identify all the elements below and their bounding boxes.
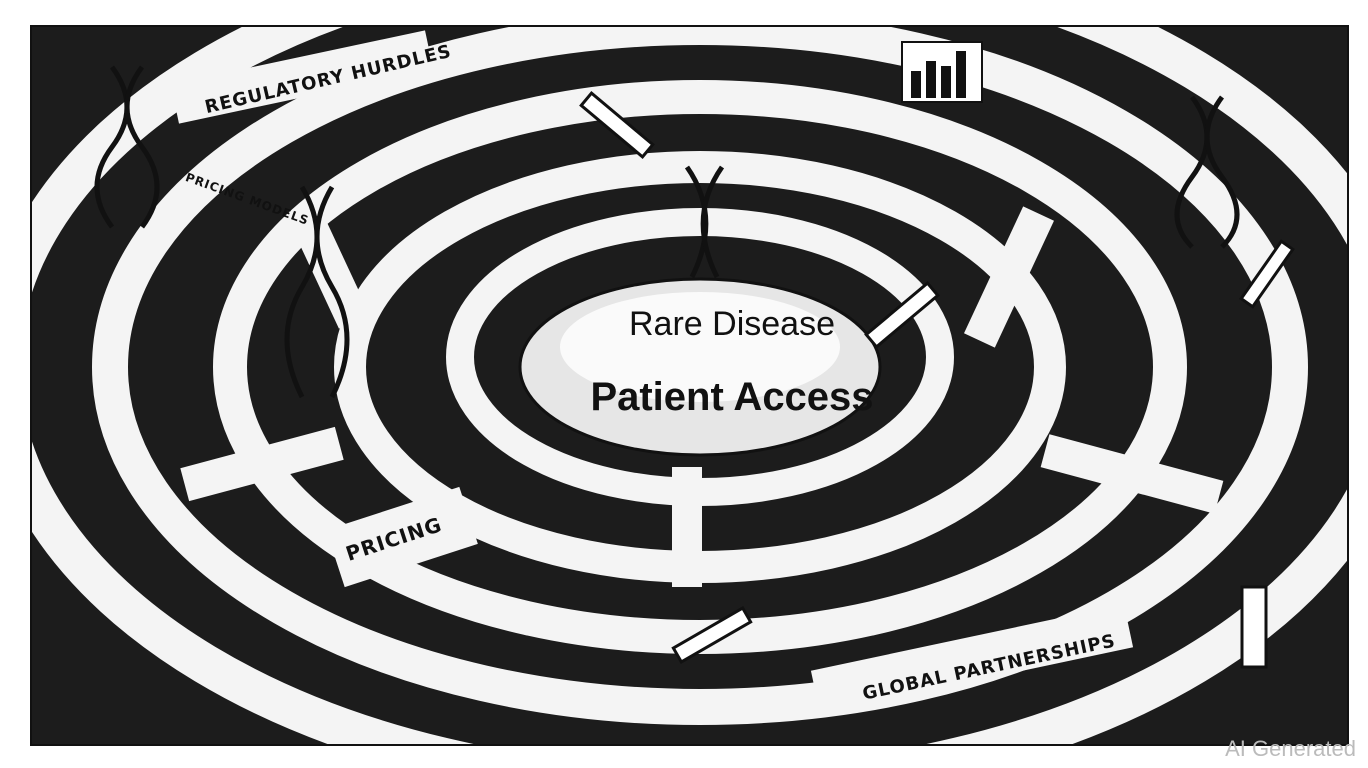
maze-illustration: REGULATORY HURDLES PRICING MODELS PRICIN…	[30, 25, 1349, 746]
maze-drawing	[32, 27, 1347, 744]
title-line-1: Rare Disease	[629, 305, 835, 343]
title-line-2: Patient Access	[590, 375, 874, 419]
ai-generated-watermark: AI Generated	[1225, 736, 1356, 761]
dna-helix-icon	[94, 65, 1240, 399]
syringe-icon	[579, 91, 1295, 669]
bar-chart-icon	[901, 41, 983, 103]
